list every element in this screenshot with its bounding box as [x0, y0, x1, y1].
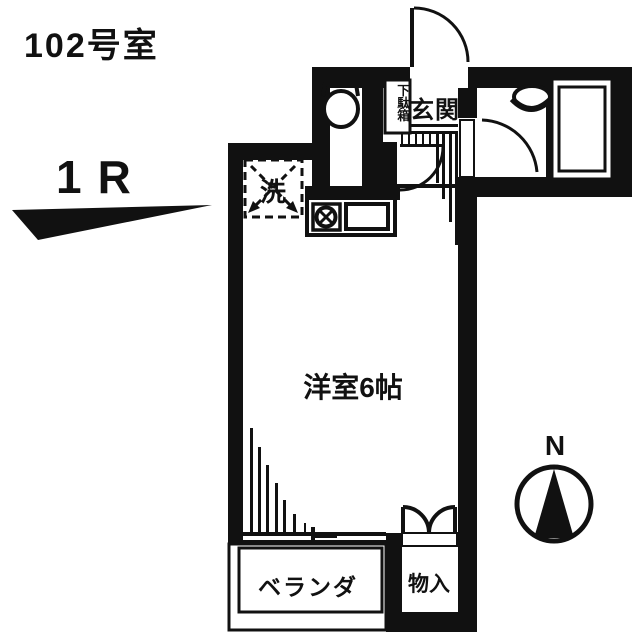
storage-door-arc-right [427, 505, 456, 534]
hatch-line [304, 523, 306, 532]
bathtub-inner [557, 85, 607, 173]
entrance-door [410, 6, 470, 67]
hatch-long-line [436, 134, 439, 183]
hatch-tick [415, 134, 417, 147]
hatch-tick [422, 134, 424, 147]
entrance-label: 玄関 [410, 97, 460, 124]
bathroom-fixtures [509, 75, 616, 183]
storage-door-right-edge [453, 507, 457, 533]
hatch-line [258, 447, 261, 532]
hatch-long-line [449, 134, 452, 222]
genkan-step-line-1 [397, 124, 458, 127]
hatch-long-line [455, 134, 458, 245]
wall-toilet-shoebox [362, 80, 383, 144]
genkan-floor-line [397, 184, 458, 188]
genkan-hatch [401, 134, 458, 245]
hatch-line [283, 500, 286, 532]
wall-washroom-upper [458, 88, 477, 118]
wall-bottom [386, 612, 477, 632]
washer-diagonal-2 [251, 164, 297, 210]
hatch-tick [429, 134, 431, 147]
wall-main-left [228, 143, 243, 547]
compass-needle-icon [534, 469, 574, 538]
storage-door-left-edge [401, 507, 405, 533]
toilet-bowl [322, 89, 360, 129]
hatch-line [275, 483, 278, 532]
washroom-door-leaf [459, 119, 475, 178]
stove-burner-cross [317, 208, 335, 226]
wall-main-right [458, 190, 477, 632]
washing-machine-label: 洗 [259, 177, 286, 207]
shoe-box-outline [383, 78, 412, 135]
wall-kitchen-top [228, 143, 330, 160]
genkan-door-swing-arc [399, 146, 445, 192]
window-center-dash [315, 534, 337, 538]
wall-toilet-left [312, 67, 330, 200]
entrance-door-swing-arc [413, 6, 470, 63]
hatch-line [266, 465, 269, 532]
wall-bathroom-right [613, 67, 632, 197]
washroom-door-swing-arc [481, 118, 539, 173]
kitchen-counter [305, 196, 397, 237]
genkan-door [399, 144, 445, 192]
veranda-inner [237, 546, 384, 614]
bathtub-outer [548, 75, 616, 183]
hatch-tick [401, 134, 403, 147]
veranda-outer [227, 542, 388, 632]
washbasin-shadow-arc [509, 96, 554, 112]
room-corner-hatch [250, 428, 306, 532]
hatch-long-line [442, 134, 445, 199]
layout-swoosh [12, 205, 212, 240]
layout-type-label: 1R [56, 151, 147, 203]
washer-dashed-box [243, 158, 304, 219]
wall-genkan-corner [362, 142, 397, 188]
washer-arrowhead-br [286, 201, 298, 213]
storage-threshold [401, 532, 458, 547]
hatch-tick [408, 134, 410, 147]
hatch-line [293, 514, 296, 532]
washer-diagonal-1 [249, 164, 295, 210]
kitchen-sink [344, 202, 390, 231]
veranda-outline [227, 542, 388, 632]
washroom-divider [546, 80, 549, 178]
toilet-icon [321, 82, 360, 129]
wall-storage-left [386, 533, 402, 632]
storage-door-arc-left [402, 505, 431, 534]
storage-double-door [401, 505, 458, 547]
compass [514, 464, 594, 544]
washing-machine-space [243, 158, 304, 219]
compass-north-label: N [544, 430, 566, 461]
genkan-door-leaf [400, 144, 443, 147]
hatch-line [250, 428, 253, 532]
window-center-tick [311, 527, 315, 549]
washroom-door [459, 118, 539, 178]
washer-arrowhead-bl [248, 201, 260, 213]
toilet-tank [321, 82, 360, 97]
genkan-step-line-2 [397, 131, 458, 134]
thin-lines [241, 80, 549, 549]
main-room-label: 洋室6帖 [303, 372, 403, 403]
room-number-title: 102号室 [24, 27, 159, 65]
entrance-door-leaf [410, 8, 414, 67]
balcony-label: ベランダ [258, 574, 358, 600]
shoe-box-label: 下駄箱 [395, 84, 409, 122]
storage-label: 物入 [408, 573, 450, 596]
